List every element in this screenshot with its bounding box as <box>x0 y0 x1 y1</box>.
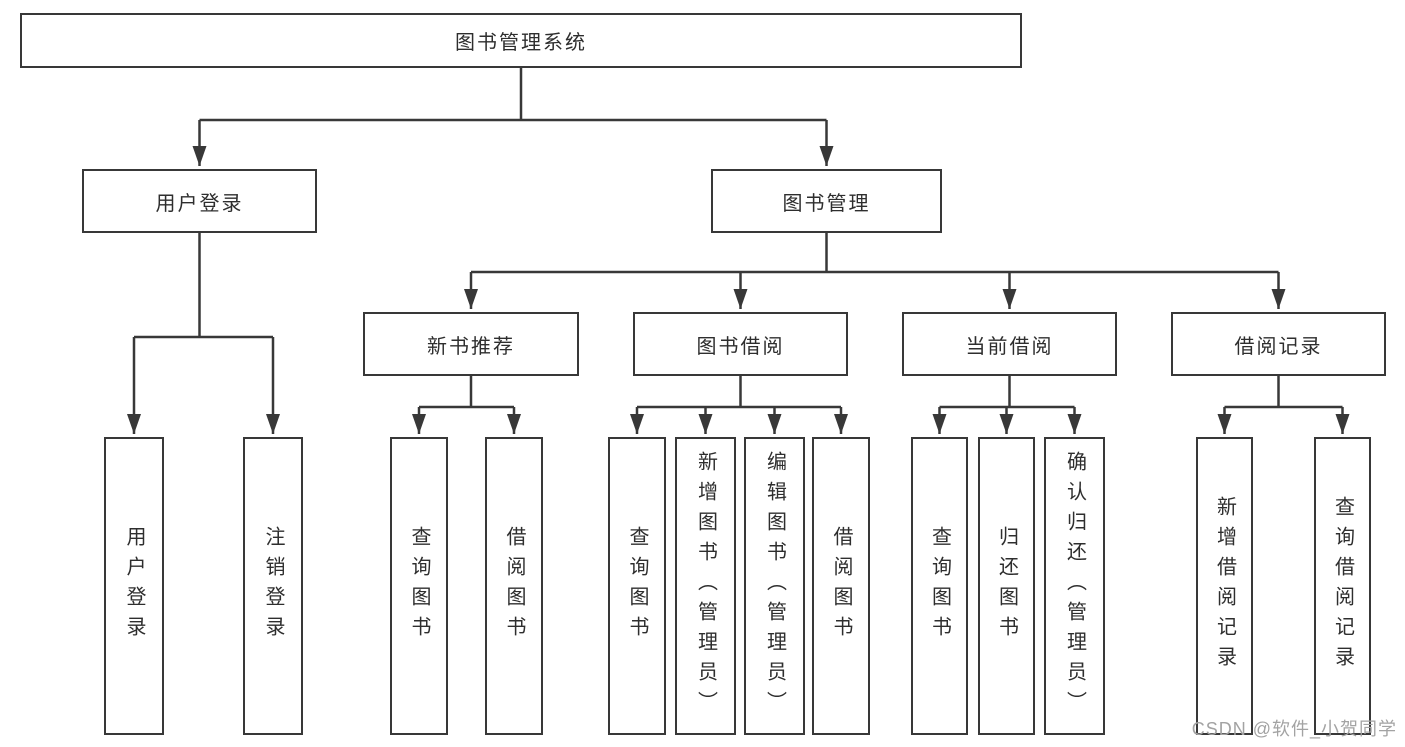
leaf-br-query-record: 查询借阅记录 <box>1314 437 1371 735</box>
leaf-cb-return-books-label: 归还图书 <box>995 526 1018 646</box>
leaf-nb-borrow-books-label: 借阅图书 <box>503 526 525 646</box>
node-book-borrowing-label: 图书借阅 <box>696 335 785 358</box>
leaf-cb-query-books: 查询图书 <box>911 437 968 735</box>
wire-currentborrow-to-leaves <box>939 376 1075 409</box>
leaf-br-add-record: 新增借阅记录 <box>1196 437 1253 735</box>
leaf-bb-borrow-books: 借阅图书 <box>812 437 870 735</box>
leaf-bb-borrow-books-label: 借阅图书 <box>830 526 852 646</box>
leaf-user-login: 用户登录 <box>104 437 164 735</box>
wire-userlogin-to-leaves <box>134 233 273 339</box>
leaf-bb-query-books: 查询图书 <box>608 437 666 735</box>
leaf-cb-confirm-return-admin-label: 确认归还（管理员） <box>1063 451 1086 721</box>
leaf-br-add-record-label: 新增借阅记录 <box>1213 496 1236 676</box>
node-book-management: 图书管理 <box>711 169 942 233</box>
node-book-borrowing: 图书借阅 <box>633 312 848 376</box>
leaf-cb-return-books: 归还图书 <box>978 437 1035 735</box>
wire-bookborrow-to-leaves <box>637 376 841 409</box>
leaf-bb-add-books-admin: 新增图书（管理员） <box>675 437 736 735</box>
leaf-bb-add-books-admin-label: 新增图书（管理员） <box>694 451 717 721</box>
wire-bookmgmt-to-level3 <box>471 233 1279 274</box>
watermark: CSDN @软件_小贺同学 <box>1191 719 1397 739</box>
node-user-login-label: 用户登录 <box>155 192 244 215</box>
wire-root-to-level2 <box>199 68 827 122</box>
node-current-borrowing-label: 当前借阅 <box>965 335 1054 358</box>
node-borrowing-records: 借阅记录 <box>1171 312 1386 376</box>
leaf-bb-query-books-label: 查询图书 <box>626 526 648 646</box>
leaf-user-login-label: 用户登录 <box>123 526 145 646</box>
node-user-login: 用户登录 <box>82 169 317 233</box>
node-current-borrowing: 当前借阅 <box>902 312 1117 376</box>
leaf-cb-confirm-return-admin: 确认归还（管理员） <box>1044 437 1105 735</box>
leaf-nb-borrow-books: 借阅图书 <box>485 437 543 735</box>
leaf-nb-query-books-label: 查询图书 <box>408 526 430 646</box>
leaf-bb-edit-books-admin-label: 编辑图书（管理员） <box>763 451 786 721</box>
wire-records-to-leaves <box>1224 376 1343 409</box>
node-borrowing-records-label: 借阅记录 <box>1234 335 1323 358</box>
leaf-nb-query-books: 查询图书 <box>390 437 448 735</box>
leaf-cb-query-books-label: 查询图书 <box>928 526 951 646</box>
leaf-br-query-record-label: 查询借阅记录 <box>1331 496 1354 676</box>
leaf-logout-label: 注销登录 <box>262 526 284 646</box>
node-new-book-recommend: 新书推荐 <box>363 312 579 376</box>
leaf-logout: 注销登录 <box>243 437 303 735</box>
node-root-label: 图书管理系统 <box>455 32 587 54</box>
node-book-management-label: 图书管理 <box>782 192 871 215</box>
node-new-book-recommend-label: 新书推荐 <box>427 335 515 358</box>
leaf-bb-edit-books-admin: 编辑图书（管理员） <box>744 437 805 735</box>
node-root: 图书管理系统 <box>20 13 1022 68</box>
wire-newbooks-to-leaves <box>419 376 514 409</box>
